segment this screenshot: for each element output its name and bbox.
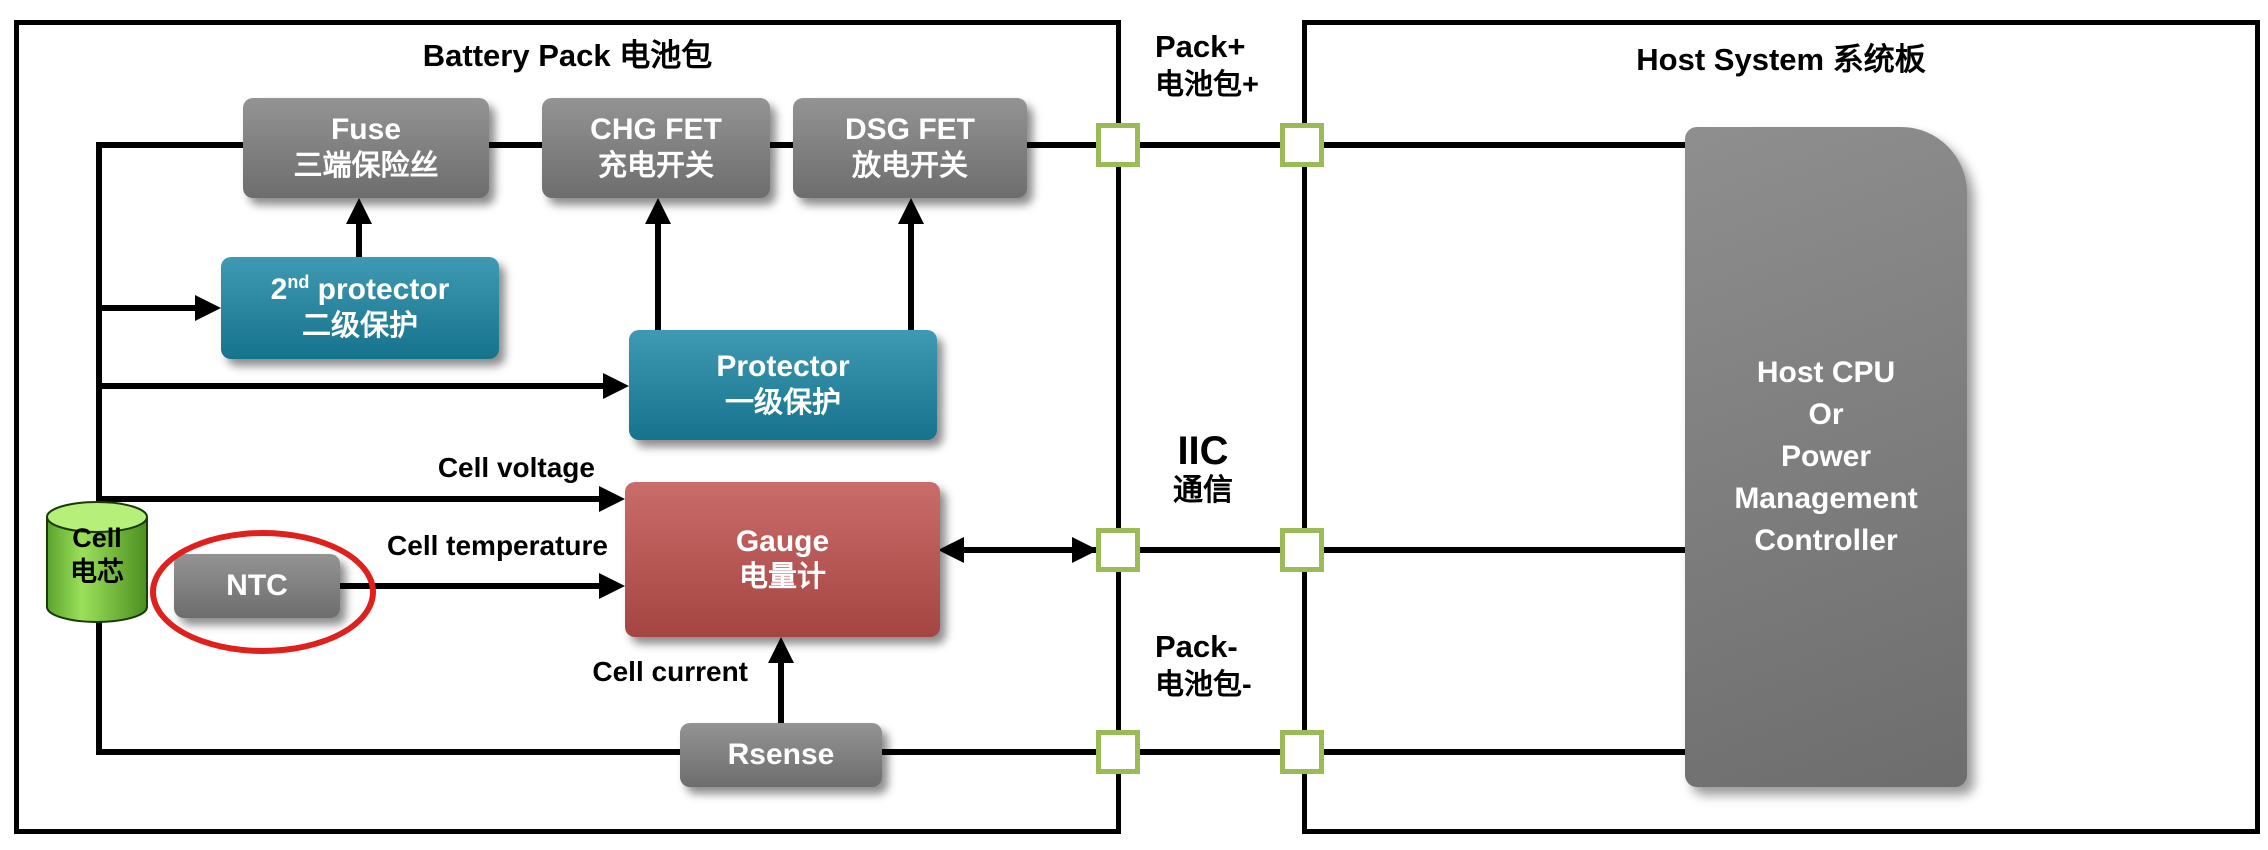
wire-fuse-to-chgfet (489, 142, 542, 148)
second-protector-rest: protector (309, 273, 450, 307)
connector-iic-battery (1096, 528, 1140, 572)
pack-minus-label-zh: 电池包- (1155, 668, 1252, 701)
host-system-title: Host System 系统板 (1636, 42, 1926, 77)
iic-label-zh: 通信 (1173, 474, 1233, 507)
chg-fet-block: CHG FET 充电开关 (542, 98, 770, 198)
rsense-label: Rsense (727, 737, 835, 771)
host-cpu-line: Management (1734, 482, 1918, 515)
connector-pack-plus-battery (1096, 123, 1140, 167)
arrowhead-iic-to-gauge (938, 537, 964, 563)
iic-label-group: IIC 通信 (1128, 428, 1278, 509)
wire-pack-minus (96, 749, 1685, 755)
cell-label: Cell (72, 523, 122, 553)
second-protector-label: 2nd protector (271, 272, 450, 309)
wire-rsense-to-gauge (778, 661, 784, 725)
cell-cylinder-icon (46, 501, 148, 623)
fuse-label: Fuse (330, 113, 402, 147)
pack-minus-label: Pack- (1155, 629, 1238, 664)
pack-plus-label-zh: 电池包+ (1155, 68, 1259, 101)
battery-pack-box (14, 20, 1121, 834)
cell-block: Cell 电芯 (40, 498, 154, 626)
cell-temperature-label: Cell temperature (387, 530, 608, 561)
battery-pack-title: Battery Pack 电池包 (422, 38, 713, 73)
protector-block: Protector 一级保护 (629, 330, 937, 440)
fuse-label-zh: 三端保险丝 (293, 149, 439, 182)
cell-current-label: Cell current (592, 656, 748, 687)
wire-pack-plus (1027, 142, 1685, 148)
chg-fet-label: CHG FET (590, 113, 722, 147)
arrowhead-cell-current-to-gauge (768, 637, 794, 663)
arrowhead-to-protector (603, 373, 629, 399)
wire-bus-to-second-protector (96, 305, 197, 311)
fuse-block: Fuse 三端保险丝 (243, 98, 489, 198)
wire-chgfet-to-dsgfet (770, 142, 793, 148)
connector-pack-plus-host (1280, 123, 1324, 167)
pack-minus-label-group: Pack- 电池包- (1155, 628, 1252, 703)
wire-bus-to-fuse (96, 142, 243, 148)
arrowhead-to-second-protector (195, 295, 221, 321)
dsg-fet-label: DSG FET (844, 113, 975, 147)
pack-plus-label: Pack+ (1155, 29, 1246, 64)
connector-pack-minus-host (1280, 730, 1324, 774)
arrowhead-to-fuse (346, 198, 372, 224)
wire-second-protector-to-fuse (356, 222, 362, 259)
cell-label-group: Cell 电芯 (40, 522, 154, 590)
gauge-label: Gauge (735, 524, 830, 558)
host-system-box (1302, 20, 2260, 834)
wire-bus-to-protector (96, 383, 605, 389)
arrowhead-to-dsgfet (898, 198, 924, 224)
dsg-fet-block: DSG FET 放电开关 (793, 98, 1027, 198)
pack-plus-label-group: Pack+ 电池包+ (1155, 28, 1259, 103)
ntc-highlight-ellipse (150, 530, 376, 654)
gauge-label-zh: 电量计 (738, 561, 826, 594)
connector-iic-host (1280, 528, 1324, 572)
arrowhead-to-chgfet (645, 198, 671, 224)
host-cpu-block: Host CPU Or Power Management Controller (1685, 127, 1967, 787)
wire-protector-to-chgfet (655, 222, 661, 332)
arrowhead-cell-voltage-to-gauge (599, 486, 625, 512)
host-cpu-line: Controller (1754, 524, 1898, 557)
wire-cell-bus (96, 142, 102, 755)
second-protector-label-zh: 二级保护 (301, 309, 418, 342)
gauge-block: Gauge 电量计 (625, 482, 940, 637)
wire-cell-voltage (96, 496, 601, 502)
second-protector-block: 2nd protector 二级保护 (221, 257, 499, 359)
wire-protector-to-dsgfet (908, 222, 914, 332)
host-cpu-line: Or (1808, 398, 1844, 431)
rsense-block: Rsense (680, 723, 882, 787)
host-cpu-line: Host CPU (1756, 356, 1896, 389)
protector-label-zh: 一级保护 (724, 386, 841, 419)
host-cpu-line: Power (1780, 440, 1872, 473)
dsg-fet-label-zh: 放电开关 (851, 149, 968, 182)
chg-fet-label-zh: 充电开关 (597, 149, 714, 182)
second-protector-sup: nd (287, 272, 310, 293)
connector-pack-minus-battery (1096, 730, 1140, 774)
cell-label-zh: 电芯 (70, 556, 124, 587)
cell-voltage-label: Cell voltage (437, 452, 595, 483)
second-protector-num: 2 (270, 273, 288, 307)
wire-ntc-to-gauge (338, 583, 601, 589)
protector-label: Protector (716, 350, 850, 384)
arrowhead-iic-to-host (1072, 537, 1098, 563)
arrowhead-ntc-to-gauge (599, 573, 625, 599)
iic-label: IIC (1177, 429, 1229, 473)
